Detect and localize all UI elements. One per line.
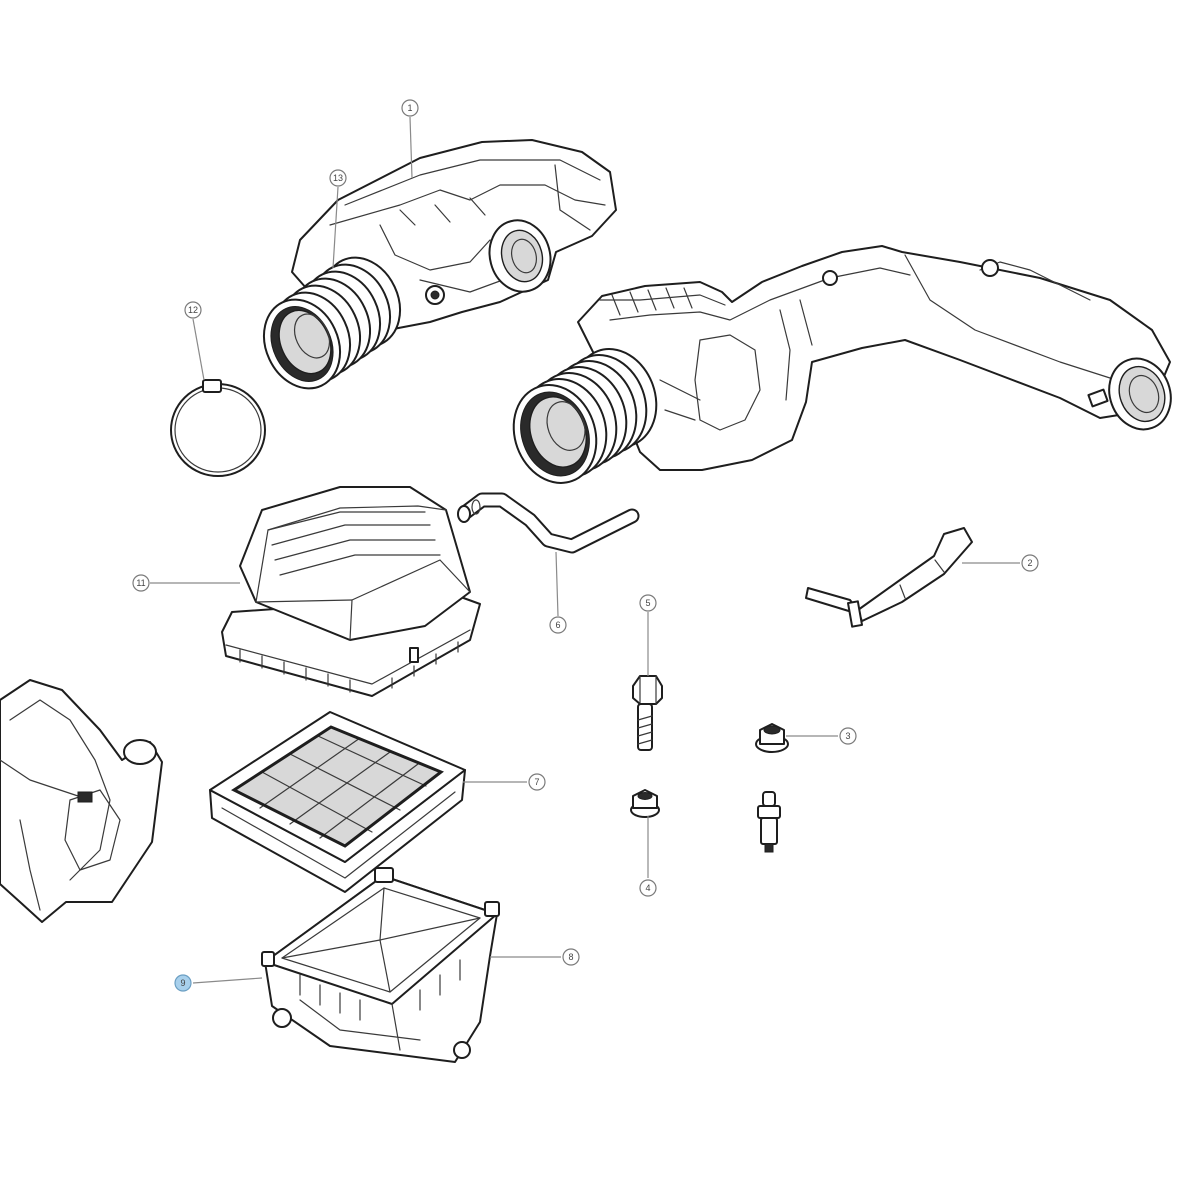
air-cleaner-cover <box>221 486 481 697</box>
air-intake-scoop <box>0 679 163 923</box>
callout-2[interactable]: 2 <box>1021 554 1039 572</box>
callout-7[interactable]: 7 <box>528 773 546 791</box>
callout-label: 4 <box>645 883 650 893</box>
air-cleaner-housing <box>261 867 500 1063</box>
callout-label: 1 <box>407 103 412 113</box>
callout-13[interactable]: 13 <box>329 169 347 187</box>
resonator-boot <box>512 348 658 484</box>
nut <box>755 723 789 753</box>
vent-hose <box>457 492 640 554</box>
temperature-sensor <box>757 791 781 853</box>
callout-5[interactable]: 5 <box>639 594 657 612</box>
bolt <box>632 675 663 751</box>
callout-label: 8 <box>568 952 573 962</box>
callout-label: 3 <box>845 731 850 741</box>
callout-label: 5 <box>645 598 650 608</box>
callout-1[interactable]: 1 <box>401 99 419 117</box>
callout-8[interactable]: 8 <box>562 948 580 966</box>
callout-label: 9 <box>180 978 185 988</box>
callout-label: 7 <box>534 777 539 787</box>
callout-11[interactable]: 11 <box>132 574 150 592</box>
callout-4[interactable]: 4 <box>639 879 657 897</box>
callout-9-selected[interactable]: 9 <box>174 974 192 992</box>
hose-clamp <box>170 379 266 477</box>
upper-boot <box>263 256 401 390</box>
air-filter-element <box>209 711 466 893</box>
callout-label: 11 <box>136 578 145 588</box>
callout-6[interactable]: 6 <box>549 616 567 634</box>
support-bracket <box>805 527 973 628</box>
callout-label: 12 <box>188 305 198 315</box>
grommet <box>630 789 660 818</box>
callout-label: 6 <box>555 620 560 630</box>
resonator-duct <box>577 245 1172 471</box>
callout-12[interactable]: 12 <box>184 301 202 319</box>
leader-lines <box>150 116 1020 984</box>
callout-label: 13 <box>333 173 343 183</box>
callout-3[interactable]: 3 <box>839 727 857 745</box>
callout-label: 2 <box>1027 558 1032 568</box>
